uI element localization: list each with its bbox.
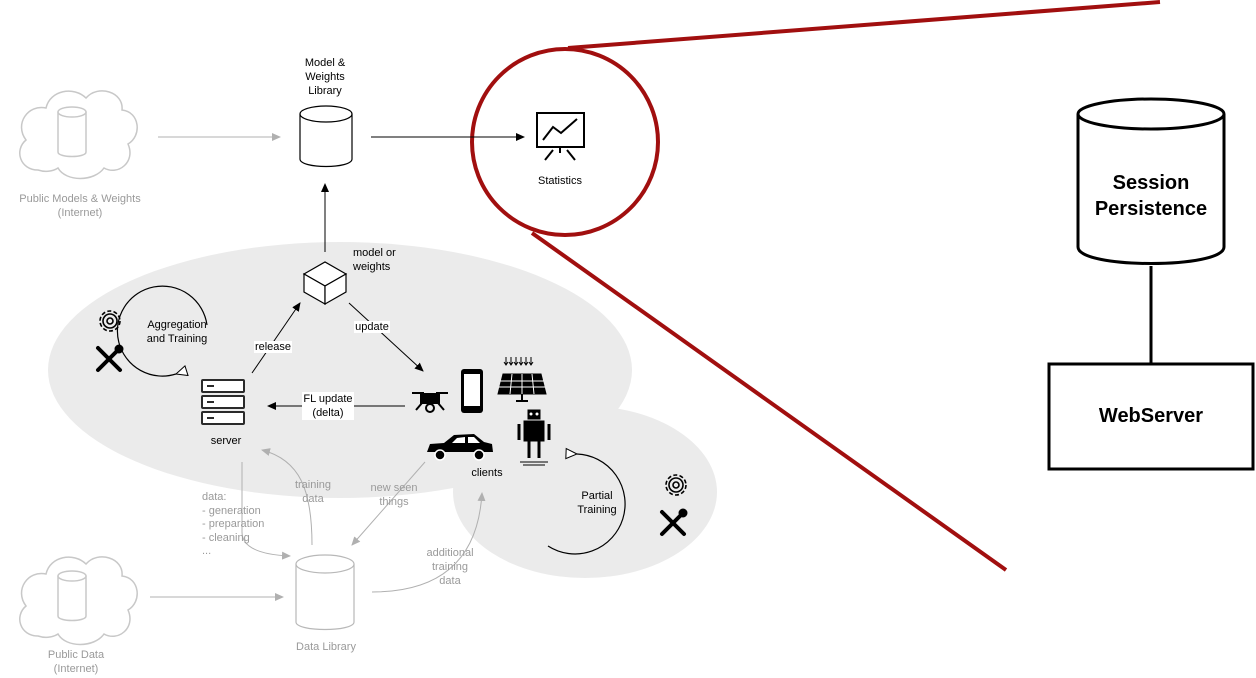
fl-update-edge-label: FL update (delta) [302, 392, 354, 420]
data-notes-title: data: [202, 491, 227, 503]
new-seen-things-edge-label: new seen things [370, 482, 418, 508]
drone-icon [412, 392, 448, 413]
public-models-cloud-icon [19, 90, 138, 180]
partial-training-label: Partial Training [577, 490, 617, 516]
release-edge-label: release [253, 341, 293, 353]
training-data-edge-label: training data [294, 479, 332, 505]
aggregation-cycle-arrow [116, 285, 208, 377]
data-library-label: Data Library [296, 641, 356, 653]
aggregation-label: Aggregation and Training [146, 319, 208, 345]
public-data-sublabel: (Internet) [53, 663, 99, 675]
statistics-chart-icon [536, 112, 585, 161]
arrow-server-to-data [241, 462, 291, 560]
statistics-label: Statistics [537, 175, 582, 187]
public-models-sublabel: (Internet) [57, 207, 103, 219]
tools-icon [660, 508, 688, 536]
data-notes: data: - generation - preparation - clean… [202, 491, 292, 559]
arrow-model-update [348, 302, 424, 372]
server-label: server [210, 435, 242, 447]
model-library-label: Model & Weights Library [304, 57, 346, 97]
arrow-training-data [261, 448, 313, 546]
car-icon [427, 434, 493, 461]
tools-icon [96, 344, 124, 372]
gear-icon [99, 310, 121, 332]
update-edge-label: update [354, 321, 390, 333]
arrow-server-release [251, 302, 301, 374]
clients-label: clients [471, 467, 503, 479]
data-notes-item: - preparation [202, 518, 265, 530]
data-notes-item: - cleaning [202, 531, 250, 544]
session-persistence-database-icon [1076, 97, 1226, 265]
model-or-weights-label: model or weights [353, 247, 396, 273]
arrow-new-seen-things [351, 461, 426, 546]
data-notes-item: ... [202, 545, 212, 557]
session-persistence-label: Session Persistence [1094, 172, 1208, 220]
arrow-additional-training-data [371, 492, 486, 593]
zoom-indicator [470, 0, 1161, 572]
data-library-database-icon [295, 554, 355, 631]
partial-training-cycle-arrow [547, 447, 626, 555]
additional-training-data-edge-label: additional training data [426, 547, 474, 587]
smartphone-icon [461, 369, 483, 413]
webserver-label: WebServer [1098, 405, 1204, 427]
data-notes-item: - generation [202, 504, 261, 517]
public-data-cloud-icon [19, 556, 138, 646]
gear-icon [665, 474, 687, 496]
robot-icon [517, 409, 551, 466]
model-library-database-icon [299, 105, 353, 168]
public-data-label: Public Data [47, 649, 105, 661]
federated-region [48, 242, 717, 578]
solar-panel-icon [497, 357, 547, 402]
server-icon [201, 379, 245, 425]
model-cube-icon [302, 261, 348, 306]
webserver-box [1047, 362, 1255, 471]
public-models-label: Public Models & Weights [19, 193, 141, 205]
